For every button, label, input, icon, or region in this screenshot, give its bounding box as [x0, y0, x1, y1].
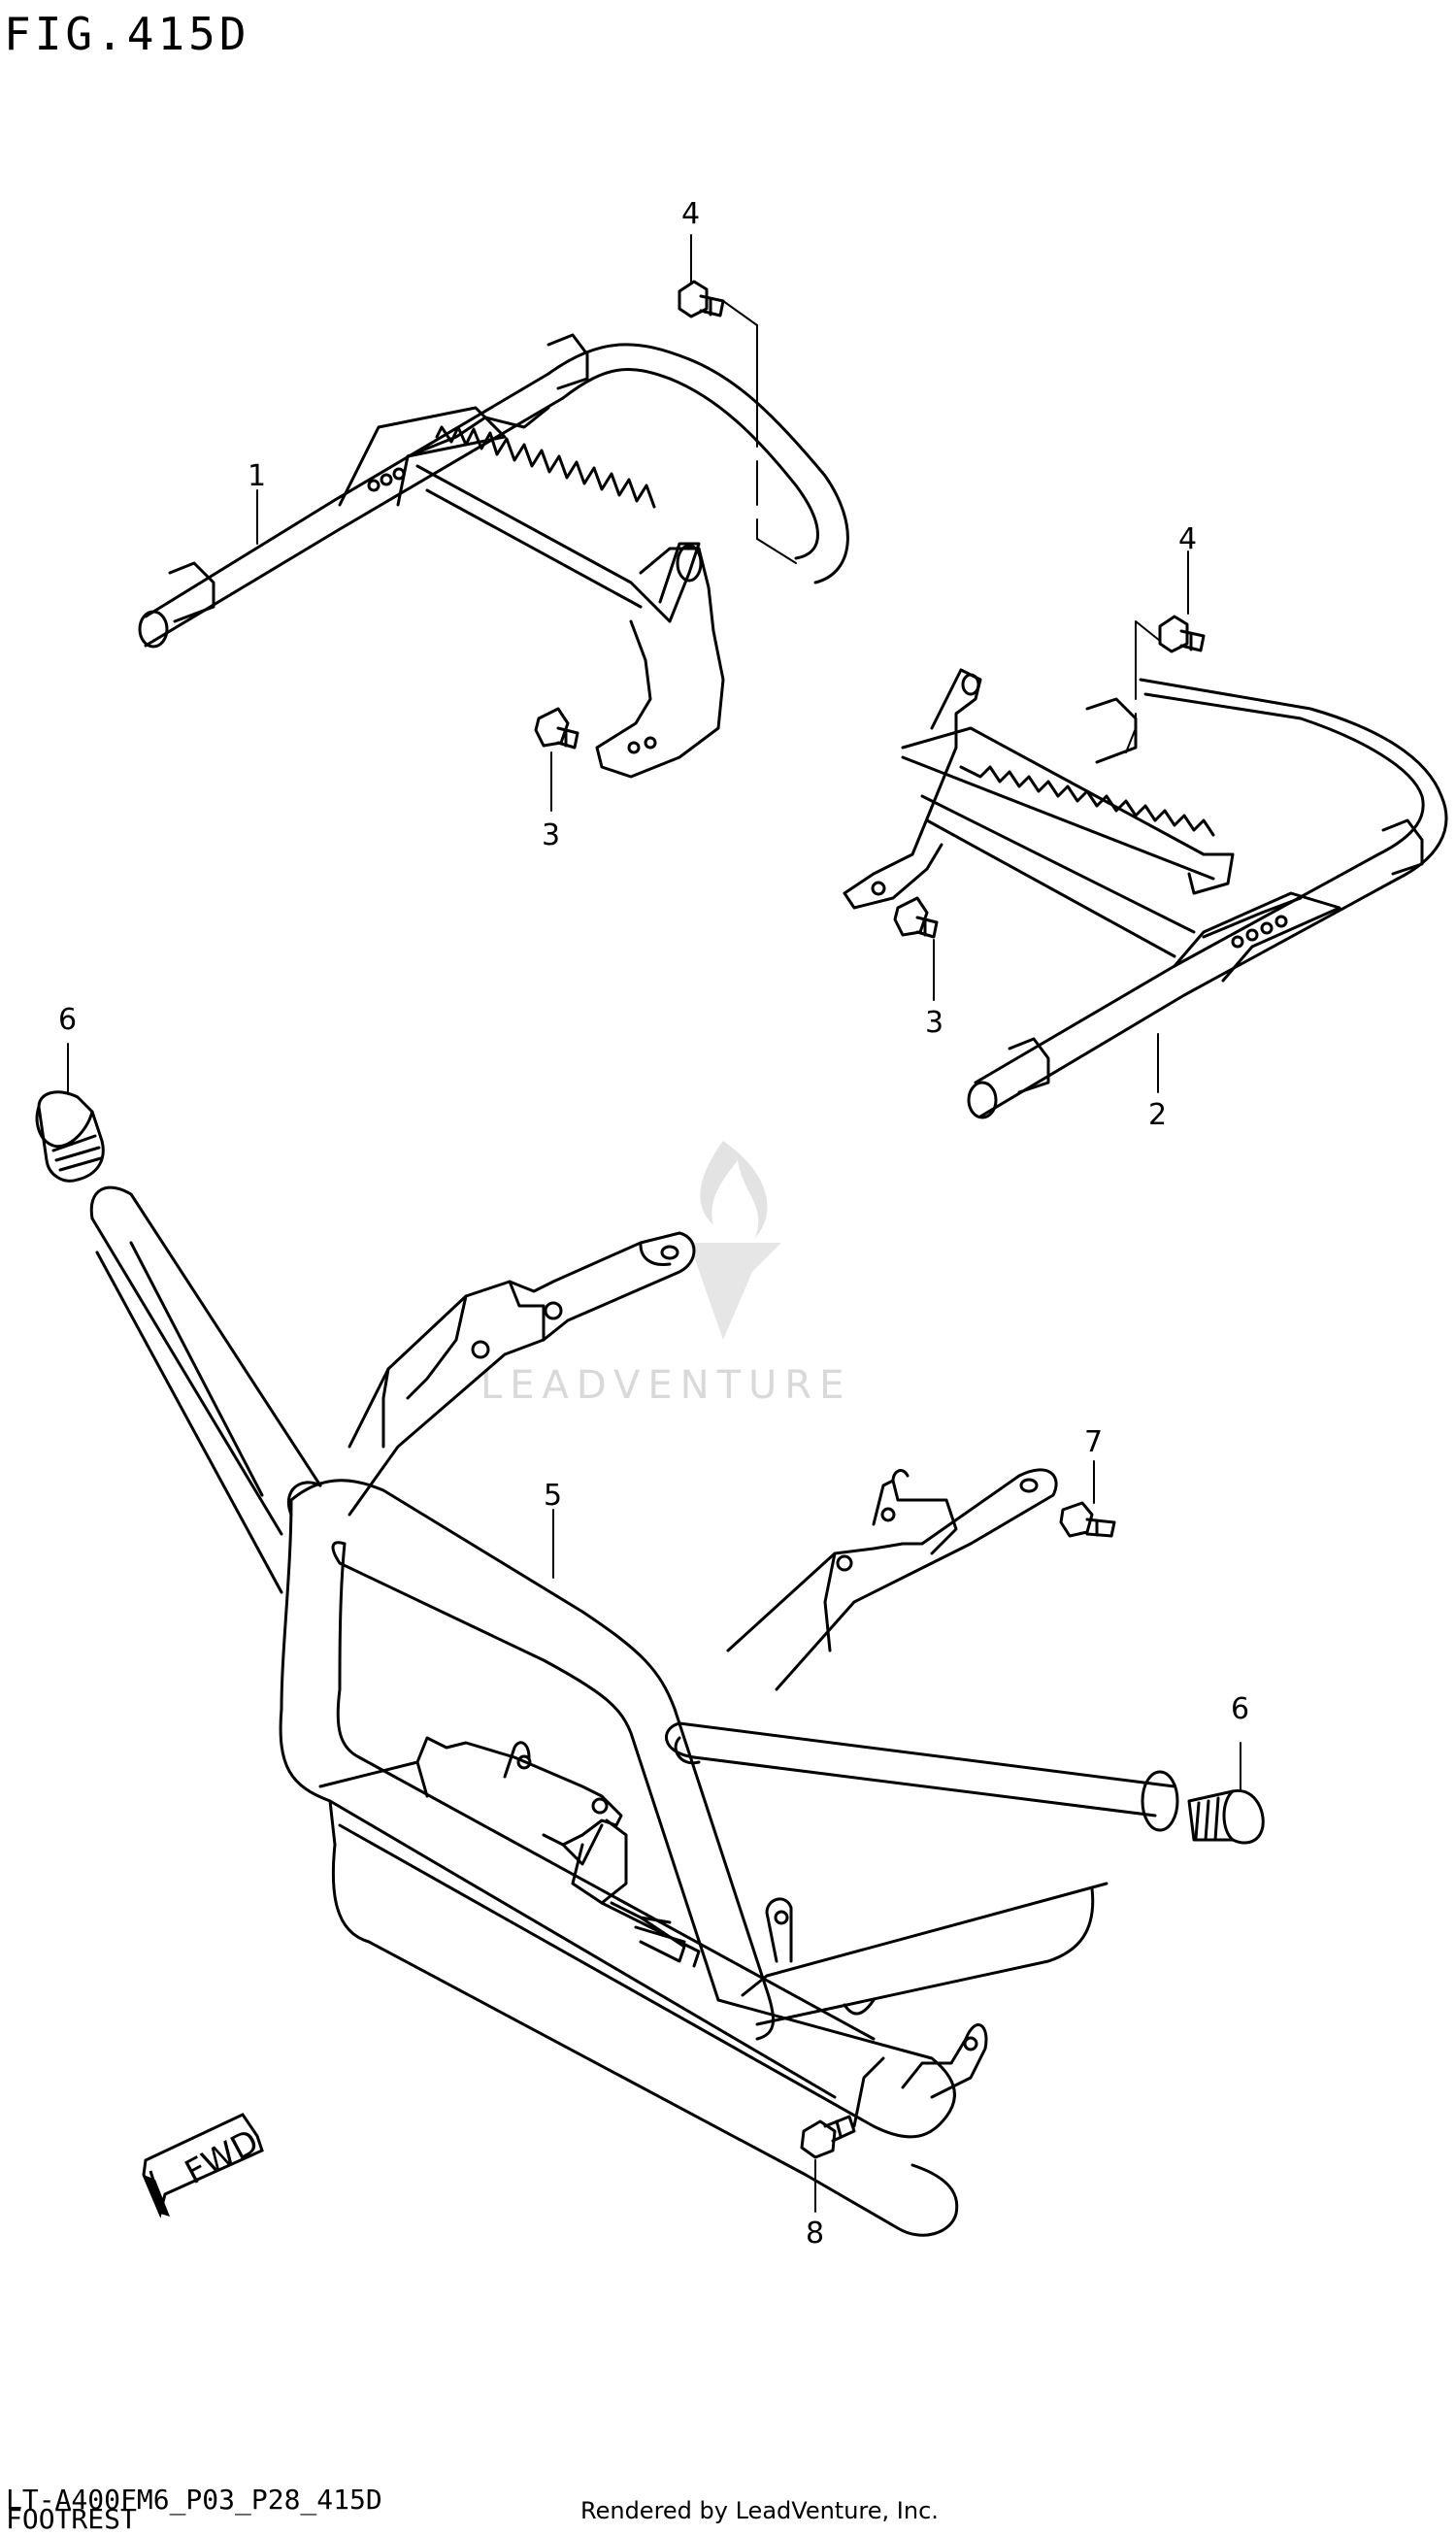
- callout-3-left: 3: [542, 818, 560, 852]
- part-2-right-footrest: [843, 668, 1448, 1119]
- part-5-bumper-frame: [89, 1185, 1179, 2237]
- diagram-code: LT-A400FM6_P03_P28_415D: [6, 2484, 382, 2516]
- part-3-bolt-right: [893, 896, 939, 939]
- part-6-cap-right: [1187, 1789, 1265, 1845]
- figure-title: FIG.415D: [4, 8, 250, 60]
- callout-4-left: 4: [681, 197, 700, 231]
- part-8-bolt: [800, 2115, 856, 2159]
- part-3-bolt-left: [534, 707, 579, 750]
- callout-1: 1: [248, 459, 266, 493]
- watermark-text: LEADVENTURE: [480, 1363, 851, 1408]
- part-6-cap-left: [35, 1090, 105, 1183]
- leader-lines: [67, 234, 1241, 2213]
- part-4-bolt-left: [678, 280, 725, 318]
- rendered-by-credit: Rendered by LeadVenture, Inc.: [580, 2497, 939, 2524]
- callout-6-left: 6: [58, 1003, 77, 1037]
- callout-8: 8: [806, 2217, 824, 2251]
- part-4-bolt-right: [1158, 615, 1206, 653]
- callout-4-right: 4: [1178, 522, 1197, 556]
- callout-7: 7: [1084, 1425, 1103, 1459]
- callout-5: 5: [544, 1479, 562, 1513]
- part-1-left-footrest: [138, 333, 849, 779]
- callout-2: 2: [1148, 1098, 1167, 1132]
- diagram-name: FOOTREST: [6, 2503, 137, 2535]
- part-7-bolt: [1059, 1501, 1116, 1538]
- callout-6-right: 6: [1231, 1692, 1249, 1726]
- watermark: LEADVENTURE: [480, 1141, 851, 1408]
- callout-3-right: 3: [925, 1006, 943, 1040]
- fwd-arrow: FWD: [142, 2113, 265, 2218]
